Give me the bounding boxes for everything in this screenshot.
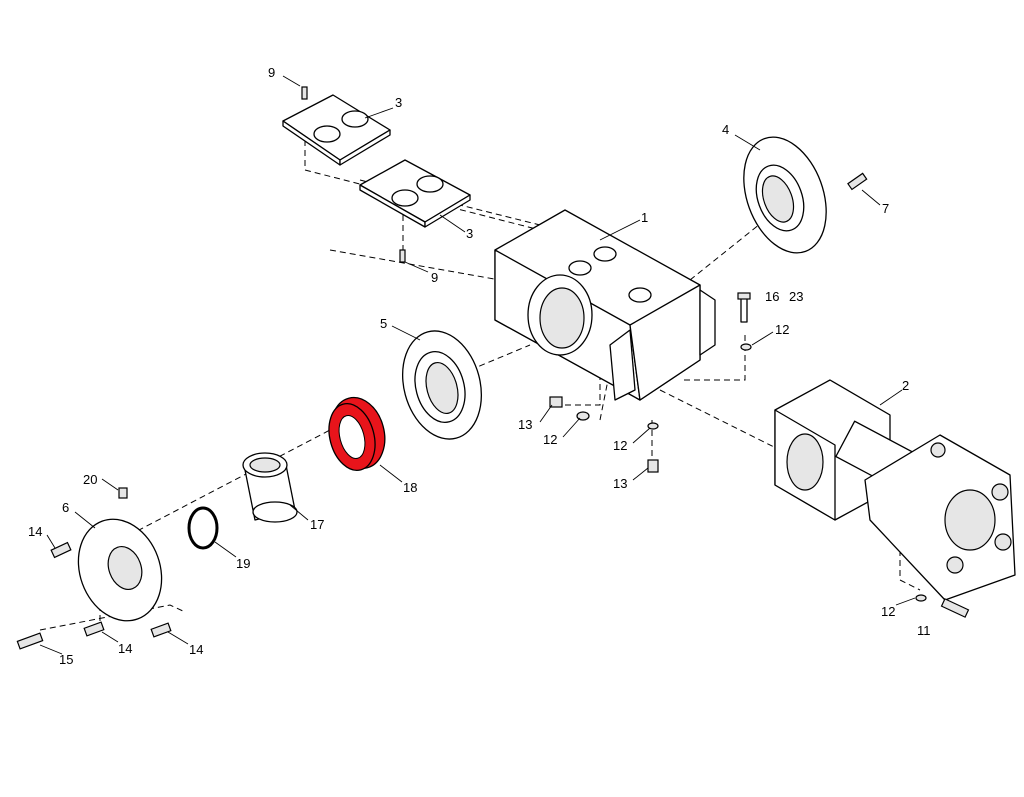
part-16-bolt — [737, 292, 751, 323]
callout-14-mid: 14 — [118, 641, 132, 656]
part-7-bolt — [847, 172, 868, 191]
callout-12-left: 12 — [543, 432, 557, 447]
part-5-flange — [401, 330, 483, 440]
callout-12-bottom: 12 — [881, 604, 895, 619]
callout-9-bottom: 9 — [431, 270, 438, 285]
callout-3-lower: 3 — [466, 226, 473, 241]
callout-labels: 9 3 3 9 1 4 7 16 23 12 5 2 13 12 12 13 1… — [28, 65, 931, 667]
callout-23: 23 — [789, 289, 803, 304]
callout-2: 2 — [902, 378, 909, 393]
part-4-flange — [743, 136, 827, 254]
callout-20: 20 — [83, 472, 97, 487]
part-9-screws — [301, 86, 406, 263]
part-17-bushing — [242, 452, 298, 523]
part-18-seal-highlighted — [328, 396, 386, 471]
callout-17: 17 — [310, 517, 324, 532]
part-3-upper-plate — [282, 94, 391, 166]
callout-12-right: 12 — [775, 322, 789, 337]
callout-5: 5 — [380, 316, 387, 331]
part-6-flange — [77, 518, 163, 622]
callout-14-right: 14 — [189, 642, 203, 657]
callout-19: 19 — [236, 556, 250, 571]
callout-7: 7 — [882, 201, 889, 216]
callout-3-upper: 3 — [395, 95, 402, 110]
part-19-snap-ring — [187, 506, 219, 550]
callout-11: 11 — [917, 623, 931, 638]
callout-1: 1 — [641, 210, 648, 225]
part-11-bolt — [940, 598, 970, 618]
callout-13-left: 13 — [518, 417, 532, 432]
callout-13-mid: 13 — [613, 476, 627, 491]
callout-14-left: 14 — [28, 524, 42, 539]
callout-15: 15 — [59, 652, 73, 667]
callout-4: 4 — [722, 122, 729, 137]
callout-9-top: 9 — [268, 65, 275, 80]
part-20-nipple — [118, 487, 128, 499]
part-1-housing — [494, 209, 716, 401]
parts-13-plugs — [549, 396, 659, 473]
parts-14-15-bolts — [16, 541, 172, 650]
callout-16: 16 — [765, 289, 779, 304]
callout-18: 18 — [403, 480, 417, 495]
part-3-lower-plate — [359, 159, 471, 228]
callout-6: 6 — [62, 500, 69, 515]
callout-12-mid: 12 — [613, 438, 627, 453]
part-2-cylinder-assembly — [774, 379, 1016, 601]
leader-lines — [39, 75, 916, 655]
